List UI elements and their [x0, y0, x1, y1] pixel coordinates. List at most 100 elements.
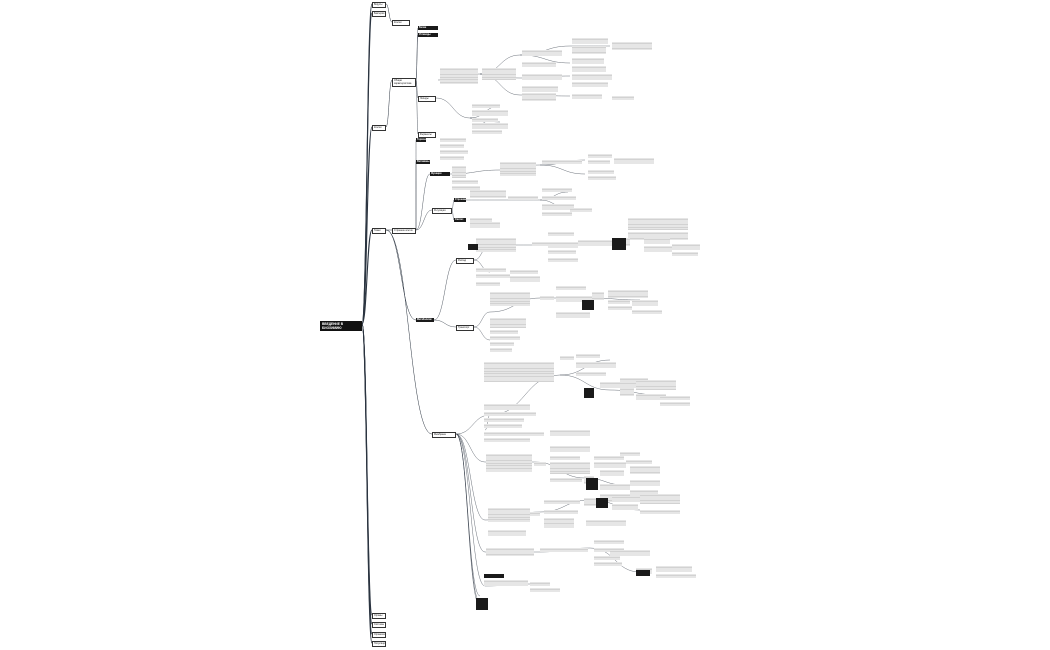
detail-block	[476, 274, 510, 278]
cell-overview[interactable]: Общая характеристика	[392, 78, 416, 87]
metabolism-node[interactable]: Метаболизм	[416, 318, 434, 323]
detail-block	[612, 504, 638, 510]
top-branch-1[interactable]: Вирусы	[372, 2, 386, 9]
detail-header-block	[612, 238, 626, 250]
detail-block	[530, 582, 550, 586]
cell-branch[interactable]: Клетки	[392, 20, 410, 27]
detail-block	[672, 244, 700, 250]
detail-block	[572, 46, 606, 54]
detail-block	[522, 74, 562, 80]
detail-block	[672, 252, 698, 256]
detail-block	[556, 296, 592, 302]
detail-block	[628, 232, 688, 240]
node-proteins[interactable]: Белки	[418, 26, 438, 31]
bottom-branch-2[interactable]: Системы	[372, 622, 386, 629]
node-carbs[interactable]: Углеводы	[418, 33, 438, 38]
detail-block	[576, 362, 616, 368]
top-branch-4[interactable]: Ткани	[372, 228, 386, 235]
detail-block	[440, 68, 478, 84]
detail-block	[610, 550, 650, 556]
connector-line	[451, 209, 455, 221]
detail-block	[550, 462, 590, 474]
detail-block	[476, 238, 516, 252]
detail-block	[542, 188, 572, 192]
top-branch-2[interactable]: Бактерии	[372, 11, 386, 18]
detail-block	[556, 312, 590, 318]
detail-block	[484, 580, 528, 586]
detail-block	[486, 548, 534, 556]
cell-structure[interactable]: Строение клеток	[392, 228, 416, 235]
detail-block	[550, 430, 590, 436]
detail-block	[578, 240, 618, 246]
detail-block	[470, 190, 506, 198]
detail-block	[608, 300, 630, 304]
top-branch-3[interactable]: Клетки	[372, 125, 386, 132]
node-structure[interactable]: Строение	[454, 198, 466, 203]
detail-block	[476, 282, 500, 286]
bottom-branch-3[interactable]: Организм	[372, 632, 386, 639]
detail-block	[620, 388, 634, 396]
cell-membrane[interactable]: Мембрана	[432, 432, 456, 439]
detail-block	[620, 452, 640, 456]
node-transport[interactable]: Транспорт	[456, 325, 474, 332]
detail-block	[532, 242, 550, 246]
detail-block	[632, 310, 662, 314]
detail-block	[572, 38, 608, 44]
connector-line	[455, 433, 481, 597]
node-hormones[interactable]: Гормоны	[416, 138, 426, 143]
node-lipids[interactable]: Липиды	[418, 96, 436, 103]
detail-block	[576, 354, 600, 358]
detail-block	[440, 150, 468, 154]
node-synthesis[interactable]: Синтез	[454, 218, 466, 223]
detail-block	[632, 300, 658, 306]
detail-block	[588, 176, 616, 180]
bottom-branch-4[interactable]: Популяция	[372, 641, 386, 648]
detail-block	[600, 382, 636, 388]
detail-header-block	[636, 570, 650, 576]
node-enzymes[interactable]: Ферменты	[418, 132, 436, 139]
detail-block	[510, 270, 538, 274]
detail-block	[644, 238, 670, 244]
connector-line	[433, 259, 457, 321]
detail-block	[484, 404, 530, 410]
bottom-branch-1[interactable]: Органы	[372, 613, 386, 620]
detail-block	[472, 110, 508, 116]
node-breakdown[interactable]: Распад	[456, 258, 474, 265]
detail-block	[636, 394, 666, 400]
detail-block	[572, 58, 604, 64]
detail-block	[544, 510, 578, 514]
detail-block	[640, 494, 680, 504]
detail-block	[490, 342, 514, 346]
detail-block	[630, 490, 658, 496]
detail-block	[500, 162, 536, 176]
detail-block	[490, 348, 512, 352]
node-vitamins[interactable]: Витамины	[416, 160, 430, 165]
node-regulation[interactable]: Регуляция	[432, 208, 452, 215]
detail-block	[522, 50, 562, 56]
detail-block	[440, 156, 464, 160]
detail-block	[472, 130, 502, 134]
root-node[interactable]: ВВЕДЕНИЕ В БИОХИМИЮ	[320, 321, 362, 331]
detail-block	[660, 396, 690, 400]
connector-line	[433, 319, 457, 328]
detail-block	[548, 258, 578, 262]
detail-block	[656, 566, 692, 572]
detail-block	[630, 480, 660, 486]
detail-block	[644, 246, 672, 252]
detail-block	[614, 158, 654, 164]
detail-block	[594, 462, 626, 468]
detail-block	[612, 42, 652, 50]
detail-block	[440, 138, 466, 142]
detail-block	[472, 118, 498, 122]
detail-block	[548, 250, 576, 254]
detail-block	[530, 512, 540, 516]
detail-block	[542, 160, 582, 164]
node-functions[interactable]: Функции	[430, 172, 450, 177]
connector-line	[415, 173, 431, 231]
detail-block	[600, 484, 630, 490]
detail-block	[490, 292, 530, 306]
connector-line	[455, 433, 486, 553]
detail-block	[594, 548, 624, 552]
detail-header-block	[484, 574, 504, 578]
detail-block	[572, 82, 608, 87]
